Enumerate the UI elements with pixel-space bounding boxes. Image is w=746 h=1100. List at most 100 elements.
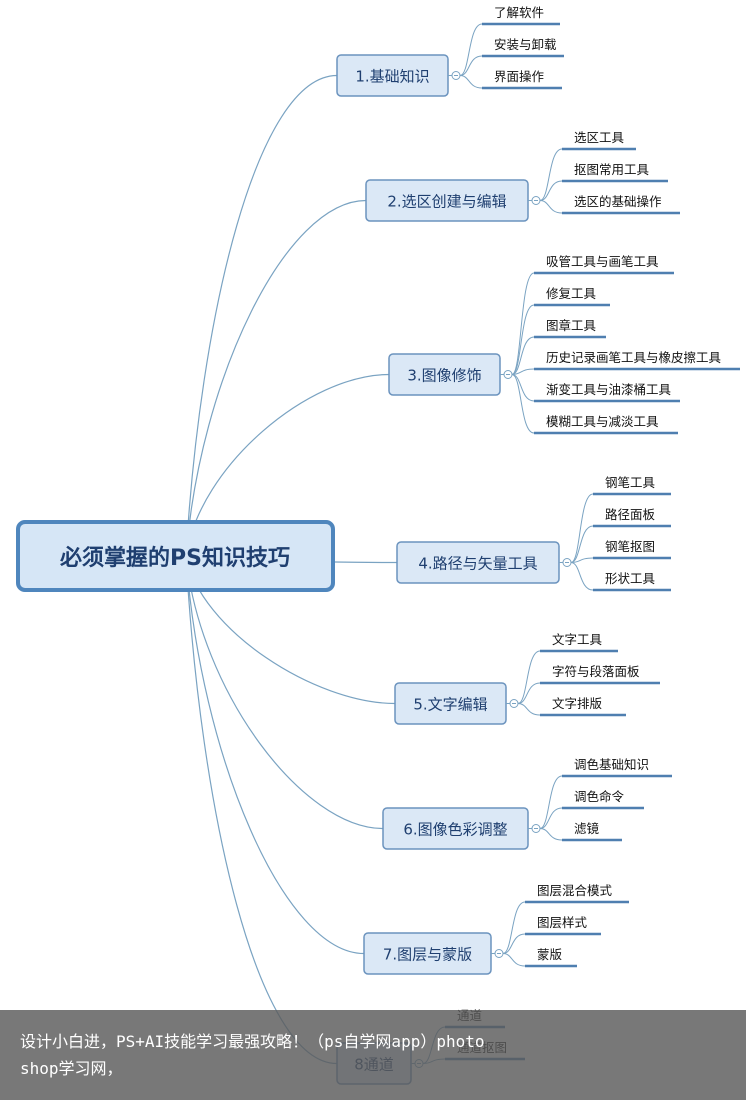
leaf-connector <box>511 336 535 375</box>
branch-connector <box>185 74 338 557</box>
leaf-label: 路径面板 <box>605 507 656 522</box>
branch-node[interactable]: 1.基础知识 <box>336 54 461 97</box>
leaf-connector <box>511 304 535 375</box>
leaf-topic[interactable]: 钢笔工具 <box>593 475 671 496</box>
leaf-label: 模糊工具与减淡工具 <box>546 414 659 429</box>
leaf-label: 钢笔抠图 <box>605 539 655 554</box>
branch-label: 1.基础知识 <box>355 68 429 86</box>
leaf-connector <box>459 75 483 89</box>
leaf-topic[interactable]: 滤镜 <box>562 821 622 842</box>
leaf-label: 图层样式 <box>537 915 588 930</box>
branch-node[interactable]: 5.文字编辑 <box>394 682 519 725</box>
leaf-connector <box>570 525 594 563</box>
leaf-connector <box>511 374 535 402</box>
branch-label: 5.文字编辑 <box>413 696 487 714</box>
leaf-topic[interactable]: 界面操作 <box>482 69 562 90</box>
leaf-label: 吸管工具与画笔工具 <box>546 254 659 269</box>
leaf-topic[interactable]: 蒙版 <box>525 947 577 968</box>
branch-node[interactable]: 3.图像修饰 <box>388 353 513 396</box>
leaf-label: 界面操作 <box>494 69 545 84</box>
leaf-topic[interactable]: 修复工具 <box>534 286 610 307</box>
leaf-label: 文字工具 <box>552 632 603 647</box>
leaf-connector <box>570 557 594 563</box>
leaf-topic[interactable]: 调色命令 <box>562 789 644 810</box>
leaf-topic[interactable]: 渐变工具与油漆桶工具 <box>534 382 680 403</box>
branch-node[interactable]: 6.图像色彩调整 <box>382 807 541 850</box>
leaf-connector <box>539 775 563 829</box>
branch-label: 7.图层与蒙版 <box>383 946 472 964</box>
branch-connector <box>185 555 365 955</box>
leaf-label: 选区的基础操作 <box>574 194 662 209</box>
leaf-connector <box>570 493 594 563</box>
leaf-label: 钢笔工具 <box>605 475 656 490</box>
central-topic-box <box>16 520 335 592</box>
leaf-connector <box>517 682 541 704</box>
leaf-connector <box>511 272 535 375</box>
leaf-label: 调色命令 <box>574 789 625 804</box>
branch-label: 2.选区创建与编辑 <box>387 193 506 211</box>
leaf-label: 了解软件 <box>494 5 544 20</box>
leaf-topic[interactable]: 形状工具 <box>593 571 671 592</box>
leaf-connector <box>459 55 483 76</box>
caption-line-1: 设计小白进，PS+AI技能学习最强攻略！（ps自学网app）photo <box>20 1032 485 1051</box>
leaf-topic[interactable]: 图章工具 <box>534 318 606 339</box>
leaf-label: 安装与卸载 <box>494 37 557 52</box>
branch-label: 4.路径与矢量工具 <box>418 555 537 573</box>
leaf-connector <box>502 901 526 954</box>
leaf-label: 滤镜 <box>574 821 600 836</box>
leaf-label: 图层混合模式 <box>537 883 613 898</box>
leaf-connector <box>459 23 483 76</box>
leaf-connector <box>539 828 563 841</box>
leaf-label: 字符与段落面板 <box>552 664 640 679</box>
leaf-connector <box>502 933 526 954</box>
branch-node[interactable]: 7.图层与蒙版 <box>363 932 504 975</box>
caption-line-2: shop学习网， <box>20 1059 123 1078</box>
leaf-topic[interactable]: 字符与段落面板 <box>540 664 660 685</box>
leaf-topic[interactable]: 文字工具 <box>540 632 618 653</box>
leaf-connector <box>517 703 541 716</box>
leaf-connector <box>502 953 526 967</box>
leaf-topic[interactable]: 路径面板 <box>593 507 671 528</box>
leaf-topic[interactable]: 选区的基础操作 <box>562 194 680 215</box>
leaf-label: 抠图常用工具 <box>574 162 650 177</box>
leaf-label: 修复工具 <box>546 286 597 301</box>
leaf-topic[interactable]: 模糊工具与减淡工具 <box>534 414 678 435</box>
branch-label: 6.图像色彩调整 <box>403 821 507 839</box>
leaf-label: 蒙版 <box>537 947 563 962</box>
leaf-topic[interactable]: 选区工具 <box>562 130 636 151</box>
leaf-topic[interactable]: 抠图常用工具 <box>562 162 668 183</box>
leaf-connector <box>539 148 563 201</box>
leaf-label: 历史记录画笔工具与橡皮擦工具 <box>546 350 722 365</box>
leaf-topic[interactable]: 了解软件 <box>482 5 560 26</box>
leaf-topic[interactable]: 安装与卸载 <box>482 37 564 58</box>
branch-node[interactable]: 4.路径与矢量工具 <box>396 541 572 584</box>
leaf-topic[interactable]: 历史记录画笔工具与橡皮擦工具 <box>534 350 740 371</box>
leaf-connector <box>511 374 535 434</box>
leaf-connector <box>517 650 541 704</box>
leaf-topic[interactable]: 文字排版 <box>540 696 626 717</box>
leaf-topic[interactable]: 图层样式 <box>525 915 601 936</box>
branch-connector <box>185 555 384 830</box>
leaf-topic[interactable]: 吸管工具与画笔工具 <box>534 254 674 275</box>
leaf-connector <box>539 200 563 214</box>
leaf-topic[interactable]: 调色基础知识 <box>562 757 672 778</box>
leaf-connector <box>570 562 594 591</box>
leaf-topic[interactable]: 图层混合模式 <box>525 883 629 904</box>
leaf-connector <box>511 368 535 375</box>
branch-node[interactable]: 2.选区创建与编辑 <box>365 179 541 222</box>
branch-connector <box>185 555 338 1065</box>
leaf-label: 文字排版 <box>552 696 603 711</box>
branch-connector <box>185 199 367 557</box>
leaf-label: 选区工具 <box>574 130 625 145</box>
central-topic-label: 必须掌握的PS知识技巧 <box>60 545 290 571</box>
leaf-connector <box>539 180 563 201</box>
leaf-label: 调色基础知识 <box>574 757 649 772</box>
central-topic-node[interactable]: 必须掌握的PS知识技巧 <box>16 520 335 592</box>
leaf-label: 形状工具 <box>605 571 656 586</box>
leaf-connector <box>539 807 563 829</box>
branch-label: 3.图像修饰 <box>407 367 481 385</box>
leaf-label: 渐变工具与油漆桶工具 <box>546 382 672 397</box>
leaf-topic[interactable]: 钢笔抠图 <box>593 539 671 560</box>
